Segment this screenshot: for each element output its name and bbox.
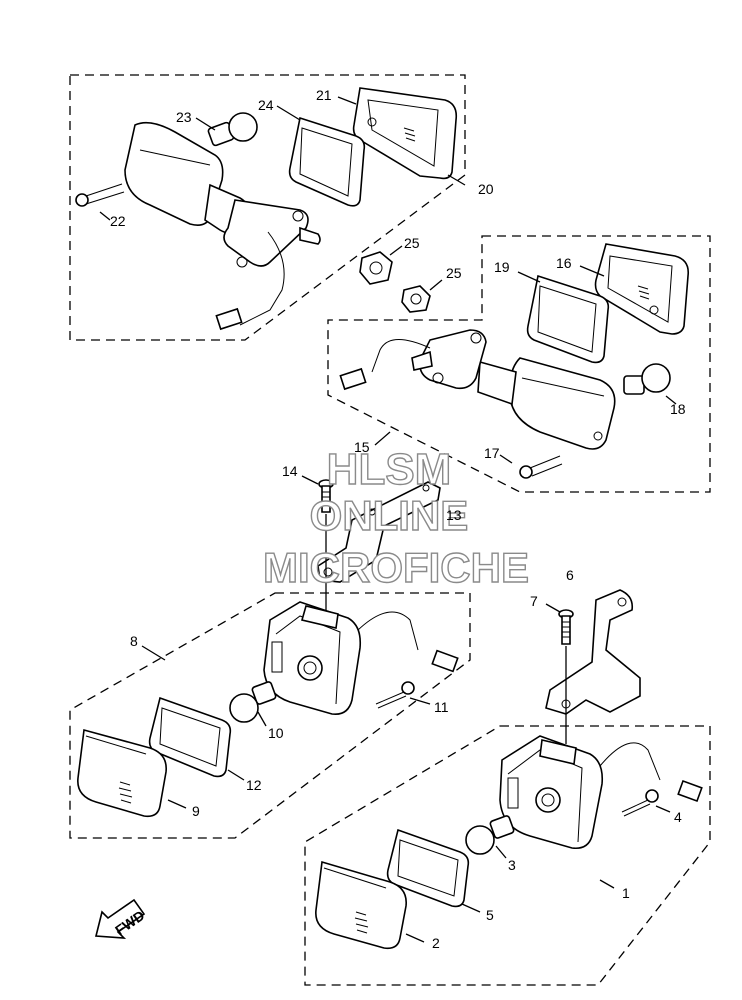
lens-2 (315, 860, 425, 950)
label-part-21: 21 (316, 87, 332, 103)
bulb-23 (207, 112, 258, 147)
gasket-5 (386, 828, 481, 913)
label-part-19: 19 (494, 259, 510, 275)
label-part-17: 17 (484, 445, 500, 461)
label-part-22: 22 (110, 213, 126, 229)
watermark: HLSM ONLINE MICROFICHE (262, 444, 529, 591)
gasket-19 (526, 274, 610, 364)
gasket-24 (288, 116, 366, 207)
screw-4 (621, 789, 671, 817)
label-part-13: 13 (446, 507, 462, 523)
fwd-arrow-icon: FWD (94, 898, 147, 939)
assembly-1-front-right-flasher (304, 725, 711, 986)
label-part-7: 7 (530, 593, 538, 609)
bulb-18 (623, 363, 671, 395)
flasher-housing-20 (124, 121, 321, 331)
label-part-10: 10 (268, 725, 284, 741)
label-part-6: 6 (566, 567, 574, 583)
bulb-10 (229, 681, 277, 727)
nut-25-lower (401, 279, 443, 313)
label-part-16: 16 (556, 255, 572, 271)
screw-11 (375, 681, 431, 709)
watermark-line1: HLSM (327, 445, 452, 494)
label-part-1: 1 (622, 885, 630, 901)
label-part-8: 8 (130, 633, 138, 649)
flasher-housing-15 (339, 329, 616, 450)
flasher-housing-1 (499, 735, 703, 850)
lens-16 (594, 243, 690, 335)
label-part-5: 5 (486, 907, 494, 923)
bracket-6 (545, 589, 641, 715)
label-part-25-lower: 25 (446, 265, 462, 281)
bolt-14 (301, 475, 334, 612)
watermark-line3: MICROFICHE (263, 544, 529, 591)
label-part-9: 9 (192, 803, 200, 819)
lens-9 (77, 728, 187, 818)
gasket-12 (148, 696, 245, 781)
part-labels: 1 2 3 4 5 6 7 8 9 10 11 12 13 14 15 16 1… (110, 87, 686, 951)
lens-21 (352, 87, 458, 180)
nut-25-upper (359, 245, 403, 285)
screw-17 (519, 455, 563, 479)
label-part-23: 23 (176, 109, 192, 125)
assembly-20-rear-left-flasher (69, 74, 466, 341)
bulb-3 (465, 815, 515, 859)
label-part-4: 4 (674, 809, 682, 825)
label-part-3: 3 (508, 857, 516, 873)
label-part-18: 18 (670, 401, 686, 417)
label-part-2: 2 (432, 935, 440, 951)
bolt-7 (545, 603, 574, 744)
assembly-8-front-left-flasher (69, 592, 471, 839)
label-part-25-upper: 25 (404, 235, 420, 251)
screw-22 (75, 183, 125, 207)
label-part-15: 15 (354, 439, 370, 455)
flasher-housing-8 (263, 601, 459, 716)
assembly-15-rear-right-flasher (327, 235, 711, 493)
watermark-line2: ONLINE (310, 492, 469, 539)
label-part-20: 20 (478, 181, 494, 197)
label-part-24: 24 (258, 97, 274, 113)
label-part-12: 12 (246, 777, 262, 793)
bracket-13 (317, 481, 441, 583)
label-part-11: 11 (434, 699, 449, 715)
label-part-14: 14 (282, 463, 298, 479)
